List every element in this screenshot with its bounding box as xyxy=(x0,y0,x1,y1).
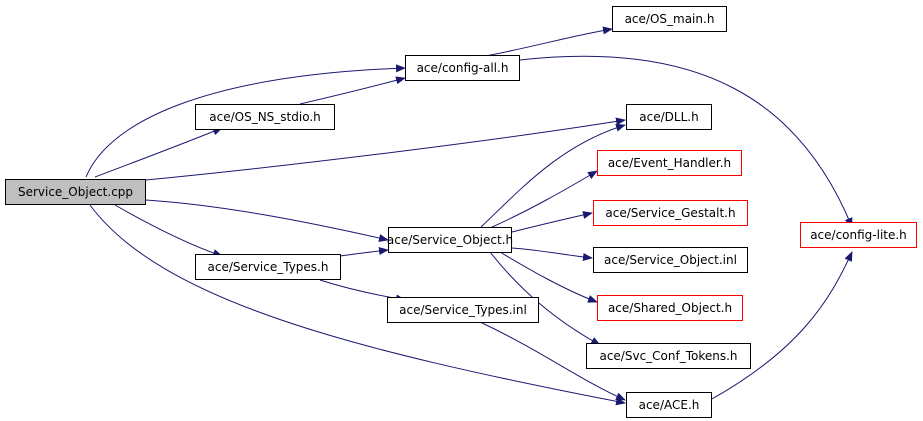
edge-cpp-to-config-all xyxy=(85,64,406,178)
edge-service-object-to-service-object-inl xyxy=(511,247,593,261)
edge-service-types-to-service-object xyxy=(339,247,389,257)
edge-cpp-to-ace xyxy=(89,204,626,406)
edge-config-all-to-os-main xyxy=(479,26,613,58)
edge-cpp-to-dll xyxy=(145,117,626,181)
edge-ace-to-config-lite xyxy=(709,251,853,401)
node-svc-conf-tokens-h[interactable]: ace/Svc_Conf_Tokens.h xyxy=(586,343,751,369)
node-service-gestalt-h[interactable]: ace/Service_Gestalt.h xyxy=(593,200,748,226)
node-service-object-cpp[interactable]: Service_Object.cpp xyxy=(5,179,146,205)
node-service-types-inl[interactable]: ace/Service_Types.inl xyxy=(387,297,539,323)
edge-service-object-to-event-handler xyxy=(489,170,598,229)
node-shared-object-h[interactable]: ace/Shared_Object.h xyxy=(597,295,743,321)
edge-cpp-to-service-types xyxy=(114,204,223,257)
edge-service-object-to-svc-conf-tokens xyxy=(489,251,601,346)
node-service-types-h[interactable]: ace/Service_Types.h xyxy=(195,254,341,280)
node-config-all-h[interactable]: ace/config-all.h xyxy=(405,55,520,81)
edge-service-object-to-shared-object xyxy=(499,251,598,303)
edge-cpp-to-service-object xyxy=(145,199,389,242)
edge-service-object-to-dll xyxy=(479,123,626,229)
node-dll-h[interactable]: ace/DLL.h xyxy=(626,104,712,130)
edge-os-ns-stdio-to-config-all xyxy=(299,76,406,105)
node-service-object-h[interactable]: ace/Service_Object.h xyxy=(387,227,513,253)
node-ace-h[interactable]: ace/ACE.h xyxy=(626,392,712,418)
node-config-lite-h[interactable]: ace/config-lite.h xyxy=(800,222,917,248)
node-event-handler-h[interactable]: ace/Event_Handler.h xyxy=(597,150,742,176)
edge-cpp-to-os-ns-stdio xyxy=(94,127,223,178)
node-os-main-h[interactable]: ace/OS_main.h xyxy=(612,6,727,32)
edge-config-all-to-config-lite xyxy=(519,55,853,228)
node-os-ns-stdio-h[interactable]: ace/OS_NS_stdio.h xyxy=(195,104,335,130)
edge-service-types-inl-to-ace xyxy=(479,321,626,401)
node-service-object-inl[interactable]: ace/Service_Object.inl xyxy=(593,247,748,273)
edge-service-object-to-service-gestalt xyxy=(511,211,593,233)
